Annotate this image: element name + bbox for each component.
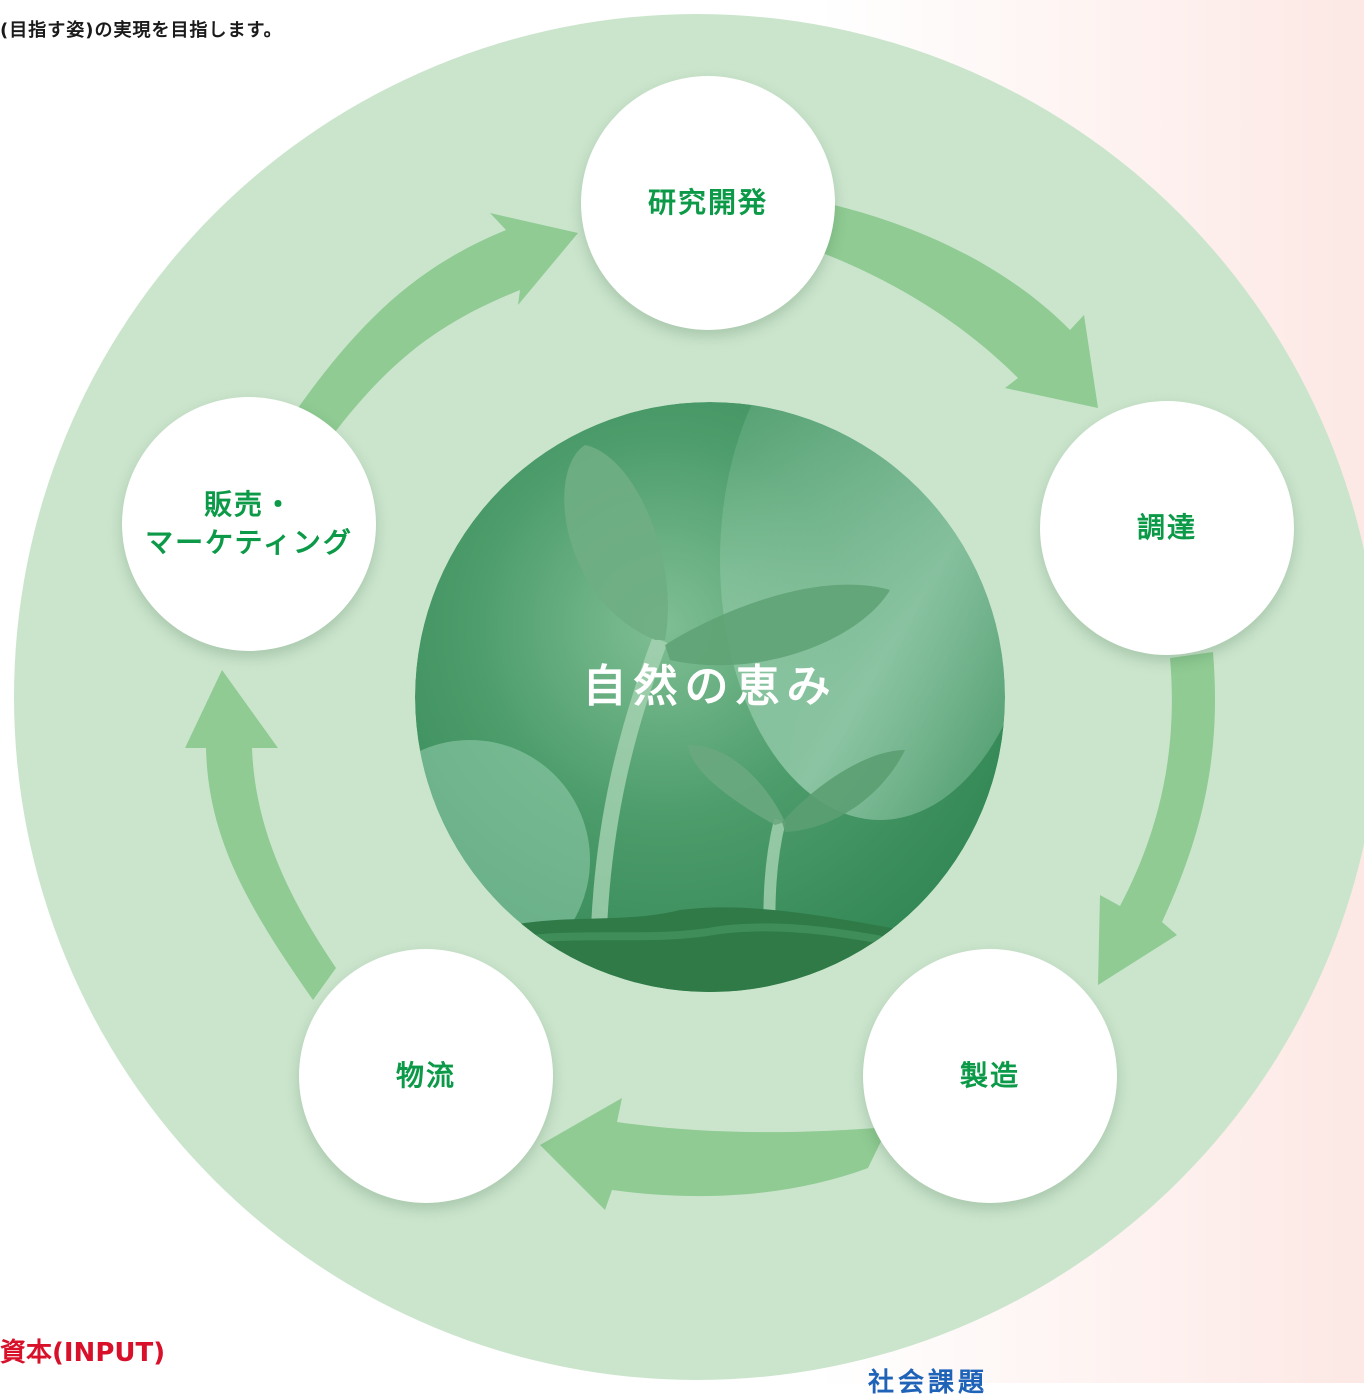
capital-input-label: 資本(INPUT) <box>0 1338 166 1368</box>
social-issues-label: 社会課題 <box>868 1368 989 1398</box>
arrow-manufacturing-to-logistics <box>540 1098 888 1210</box>
node-sales-label-line2: マーケティング <box>145 526 353 559</box>
node-procurement-label: 調達 <box>1136 511 1197 545</box>
arrow-rnd-to-procurement <box>820 205 1098 408</box>
node-manufacturing-label: 製造 <box>959 1059 1020 1093</box>
node-logistics: 物流 <box>299 949 553 1203</box>
center-label: 自然の恵み <box>582 661 838 712</box>
node-sales-marketing: 販売・ マーケティング <box>122 397 376 651</box>
node-manufacturing: 製造 <box>863 949 1117 1203</box>
node-logistics-label: 物流 <box>395 1059 456 1093</box>
node-procurement: 調達 <box>1040 401 1294 655</box>
arrow-logistics-to-sales <box>185 670 336 1000</box>
intro-text: (目指す姿)の実現を目指します。 <box>0 20 283 41</box>
arrow-sales-to-rnd <box>298 213 578 436</box>
node-rnd-label: 研究開発 <box>647 186 768 220</box>
node-sales-label-line1: 販売・ <box>203 488 294 522</box>
node-rnd: 研究開発 <box>581 76 835 330</box>
cycle-arrows <box>185 205 1216 1210</box>
arrow-procurement-to-manufacturing <box>1098 652 1216 985</box>
